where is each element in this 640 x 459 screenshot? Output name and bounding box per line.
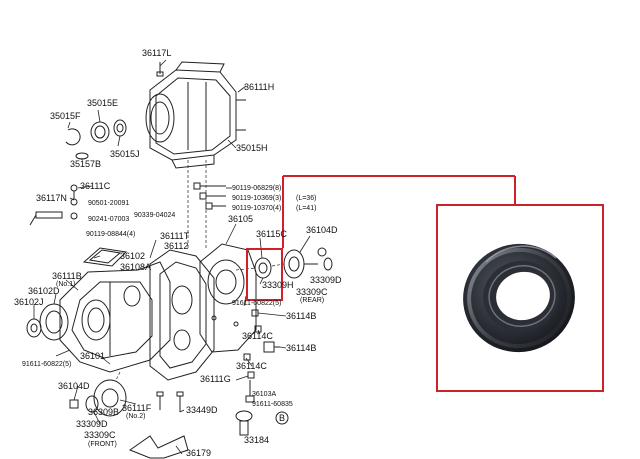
label-no2: (No.2) (126, 413, 146, 420)
label-91611-60835: 91611-60835 (252, 401, 293, 408)
label-36111F: 36111F (122, 403, 152, 413)
cover-plate-36102 (82, 247, 128, 267)
label-36101: 36101 (80, 351, 106, 361)
label-33184: 33184 (244, 435, 270, 445)
front-flange (93, 379, 127, 417)
label-l36: (L=36) (296, 195, 317, 202)
label-36102D: 36102D (28, 286, 60, 296)
label-90119-06829: 90119-06829(8) (232, 185, 282, 192)
label-33309D-bot: 33309D (76, 419, 108, 429)
label-35015E: 35015E (87, 98, 119, 108)
label-36104D-top: 36104D (306, 225, 338, 235)
label-35157B: 35157B (70, 159, 102, 169)
label-90339-04024: 90339-04024 (134, 212, 176, 219)
label-90119-08844: 90119-08844(4) (86, 231, 136, 238)
label-35015F: 35015F (50, 111, 81, 121)
snap-ring-35015F (65, 128, 81, 146)
label-90119-10369: 90119-10369(3) (232, 195, 282, 202)
label-36111H: 36111H (244, 82, 275, 92)
center-case-36112 (149, 249, 215, 381)
bearing-35015E (90, 121, 110, 143)
label-90241-07003: 90241-07003 (88, 216, 130, 223)
label-33309H: 33309H (262, 280, 294, 290)
transfer-case-36101 (59, 261, 171, 373)
label-36114C-a: 36114C (242, 331, 273, 341)
label-36114B-b: 36114B (286, 343, 317, 353)
bolts-90119 (193, 182, 226, 210)
label-36108A: 36108A (120, 262, 152, 272)
label-91611-60822-mid: 91611-60822(5) (232, 300, 282, 307)
label-35015J: 35015J (110, 149, 140, 159)
seal-highlight-box (246, 248, 283, 301)
label-36104D-bot: 36104D (58, 381, 90, 391)
seal-35015J (113, 119, 127, 137)
label-36309B: 36309B (88, 407, 120, 417)
label-36112: 36112 (164, 241, 189, 251)
bracket-36179 (128, 435, 189, 459)
label-36117L: 36117L (142, 48, 172, 58)
flange-36102D (39, 303, 69, 341)
label-33449D: 33449D (186, 405, 218, 415)
label-circle-b: B (279, 413, 286, 423)
drain-plugs (235, 309, 289, 436)
seal-inset-frame (436, 204, 604, 392)
oil-seal-33309H-photo (463, 243, 575, 353)
label-36111C: 36111C (80, 181, 111, 191)
label-36111G: 36111G (200, 374, 231, 384)
label-90501-20091: 90501-20091 (88, 200, 130, 207)
label-35015H: 35015H (236, 143, 268, 153)
highlight-connector (282, 175, 516, 248)
label-36114C-b: 36114C (236, 361, 267, 371)
label-rear: (REAR) (300, 297, 325, 304)
label-33309C-rear: 33309C (296, 287, 328, 297)
label-36111B: 36111B (52, 271, 82, 281)
label-36179: 36179 (186, 448, 212, 458)
label-33309C-front: 33309C (84, 430, 116, 440)
label-90119-10370: 90119-10370(4) (232, 205, 282, 212)
label-36115C: 36115C (256, 229, 287, 239)
label-36105: 36105 (228, 214, 254, 224)
label-33309D: 33309D (310, 275, 342, 285)
label-36102: 36102 (120, 251, 146, 261)
rear-cover-36105 (199, 243, 257, 353)
label-no1: (No.1) (56, 281, 76, 288)
extension-housing (145, 61, 246, 169)
label-36117N: 36117N (36, 193, 67, 203)
rear-flange (283, 247, 333, 279)
label-front: (FRONT) (88, 441, 117, 448)
label-91611-60822-left: 91611-60822(5) (22, 361, 72, 368)
label-36103A: 36103A (252, 391, 277, 398)
label-l41: (L=41) (296, 205, 317, 212)
label-36114B-a: 36114B (286, 311, 317, 321)
label-36102J: 36102J (14, 297, 44, 307)
label-36111T: 36111T (160, 231, 190, 241)
